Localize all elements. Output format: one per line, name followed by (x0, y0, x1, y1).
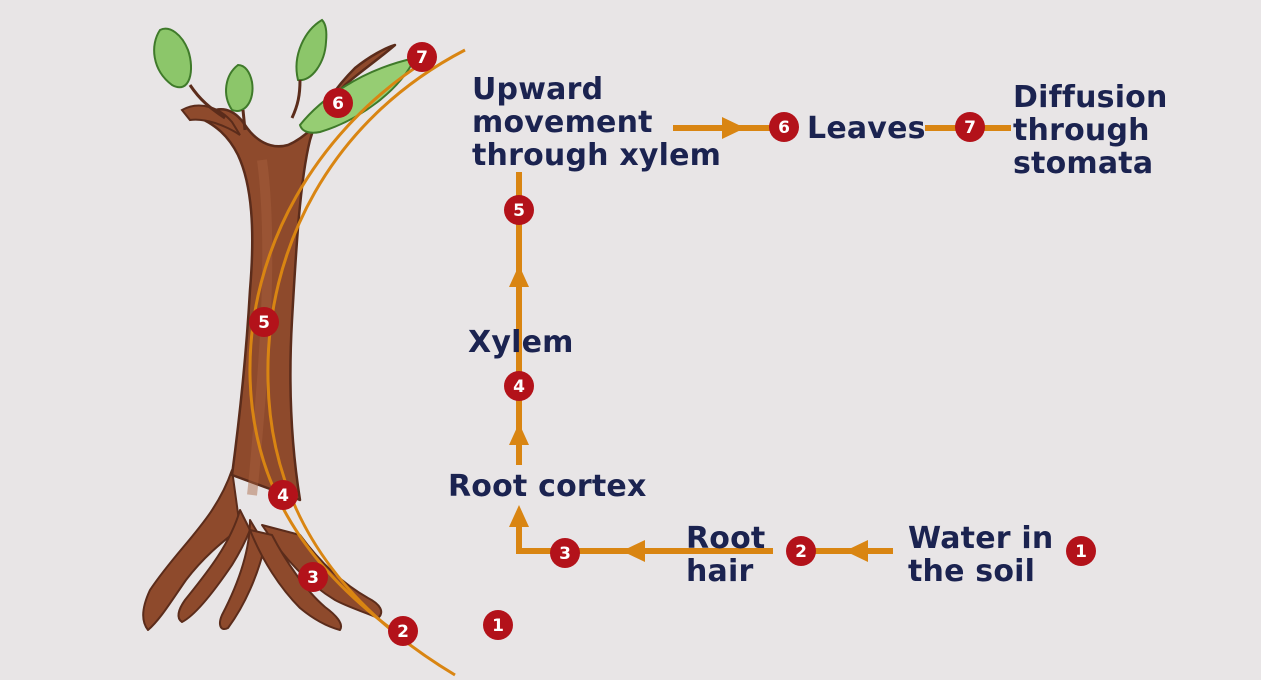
label-line: through (1013, 113, 1150, 148)
label-line: Leaves (807, 111, 926, 146)
tree-badge-7: 7 (407, 42, 437, 72)
svg-text:5: 5 (258, 313, 270, 333)
label-root-cortex: Root cortex (448, 470, 647, 503)
tree-badge-1: 1 (483, 610, 513, 640)
svg-text:2: 2 (795, 542, 807, 562)
tree-badge-5: 5 (249, 307, 279, 337)
tree-badge-3: 3 (298, 562, 328, 592)
arrowhead-right (722, 117, 745, 139)
arrowhead-up (509, 265, 529, 287)
arrowhead-up (509, 423, 529, 445)
svg-text:6: 6 (332, 94, 344, 114)
leaf-stems (188, 79, 302, 131)
badge-5: 5 (504, 195, 534, 225)
svg-text:5: 5 (513, 201, 525, 221)
label-line: movement (472, 105, 653, 140)
label-diffusion-stomata: Diffusion through stomata (1013, 81, 1168, 180)
step-badges: 1 2 3 4 5 6 7 1 2 3 4 5 6 7 (249, 42, 1096, 646)
svg-text:4: 4 (277, 486, 289, 506)
tree-illustration (142, 18, 417, 631)
label-line: Diffusion (1013, 80, 1168, 115)
svg-text:2: 2 (397, 622, 409, 642)
tree-badge-6: 6 (323, 88, 353, 118)
badge-6: 6 (769, 112, 799, 142)
flow-arrowheads (509, 117, 868, 562)
label-line: the soil (908, 554, 1036, 589)
badge-7: 7 (955, 112, 985, 142)
svg-text:1: 1 (1075, 542, 1087, 562)
connector-3-root-cortex (516, 515, 553, 554)
arrowhead-left (845, 540, 868, 562)
badge-2: 2 (786, 536, 816, 566)
label-water-in-soil: Water in the soil (908, 522, 1053, 588)
tree-roots (142, 469, 383, 631)
arrowhead-left (622, 540, 645, 562)
label-line: stomata (1013, 146, 1154, 181)
svg-text:3: 3 (307, 568, 319, 588)
label-line: Water in (908, 521, 1054, 556)
tree-water-paths (248, 48, 466, 677)
label-line: hair (686, 554, 754, 589)
label-xylem: Xylem (468, 326, 574, 359)
label-upward-movement: Upward movement through xylem (472, 73, 721, 172)
tree-badge-2: 2 (388, 616, 418, 646)
svg-text:7: 7 (964, 118, 976, 138)
label-line: Root cortex (448, 469, 647, 504)
svg-text:1: 1 (492, 616, 504, 636)
svg-text:4: 4 (513, 377, 525, 397)
label-root-hair: Root hair (686, 522, 765, 588)
trunk-branch (180, 104, 241, 136)
svg-text:6: 6 (778, 118, 790, 138)
trunk-highlight (247, 159, 273, 496)
badge-4: 4 (504, 371, 534, 401)
label-line: Xylem (468, 325, 574, 360)
label-leaves: Leaves (807, 112, 926, 145)
svg-text:7: 7 (416, 48, 428, 68)
label-line: through xylem (472, 138, 722, 173)
tree-trunk (198, 43, 397, 502)
badge-3: 3 (550, 538, 580, 568)
label-line: Upward (472, 72, 604, 107)
tree-badge-4: 4 (268, 480, 298, 510)
badge-1: 1 (1066, 536, 1096, 566)
arrowhead-up (509, 505, 529, 527)
svg-text:3: 3 (559, 544, 571, 564)
label-line: Root (686, 521, 766, 556)
